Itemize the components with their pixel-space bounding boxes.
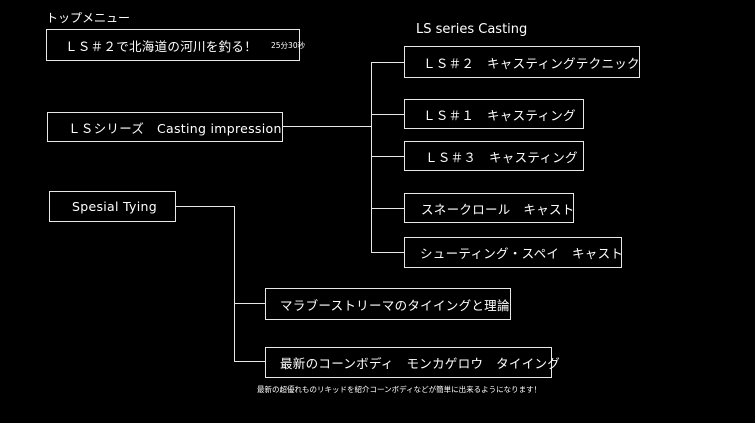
ls-series-casting-impression-button[interactable]: ＬＳシリーズ Casting impression xyxy=(47,112,283,142)
ls2-casting-technique-button[interactable]: ＬＳ＃２ キャスティングテクニック xyxy=(404,46,640,78)
connector-line xyxy=(234,303,265,304)
casting-item-label: シューティング・スペイ キャスト xyxy=(420,246,624,261)
snake-roll-cast-button[interactable]: スネークロール キャスト xyxy=(404,193,574,223)
marabou-streamer-tying-button[interactable]: マラブーストリーマのタイイングと理論 xyxy=(265,288,511,320)
casting-item-label: ＬＳ＃１ キャスティング xyxy=(423,107,576,123)
connector-line xyxy=(371,62,372,253)
ls-series-casting-heading: LS series Casting xyxy=(416,22,528,37)
tying-item-label: 最新のコーンボディ モンカゲロウ タイイング xyxy=(280,356,561,371)
ls2-hokkaido-button[interactable]: ＬＳ＃２で北海道の河川を釣る！ 25分30秒 xyxy=(46,29,305,61)
connector-line xyxy=(371,156,404,157)
cone-body-mayfly-tying-button[interactable]: 最新のコーンボディ モンカゲロウ タイイング xyxy=(265,347,560,378)
connector-line xyxy=(371,252,404,253)
spesial-tying-button[interactable]: Spesial Tying xyxy=(49,191,176,222)
connector-line xyxy=(234,361,265,362)
connector-line xyxy=(371,208,404,209)
ls1-casting-button[interactable]: ＬＳ＃１ キャスティング xyxy=(404,99,584,129)
duration-label: 25分30秒 xyxy=(271,40,306,50)
connector-line xyxy=(371,114,404,115)
casting-item-label: ＬＳ＃２ キャスティングテクニック xyxy=(423,55,640,71)
ls3-casting-button[interactable]: ＬＳ＃３ キャスティング xyxy=(404,141,584,171)
connector-line xyxy=(283,126,372,127)
tying-item-label: マラブーストリーマのタイイングと理論 xyxy=(280,297,510,313)
ls2-hokkaido-label: ＬＳ＃２で北海道の河川を釣る！ xyxy=(65,38,258,54)
spesial-tying-label: Spesial Tying xyxy=(72,199,157,214)
casting-item-label: ＬＳ＃３ キャスティング xyxy=(425,149,578,165)
shooting-spey-cast-button[interactable]: シューティング・スペイ キャスト xyxy=(404,237,624,268)
top-menu-heading: トップメニュー xyxy=(46,11,131,25)
ls-series-label: ＬＳシリーズ Casting impression xyxy=(68,120,282,136)
connector-line xyxy=(176,206,235,207)
connector-line xyxy=(371,62,404,63)
footer-note: 最新の超優れものリキッドを紹介コーンボディなどが簡単に出来るようになります！ xyxy=(257,385,542,394)
casting-item-label: スネークロール キャスト xyxy=(421,201,575,217)
connector-line xyxy=(234,206,235,362)
